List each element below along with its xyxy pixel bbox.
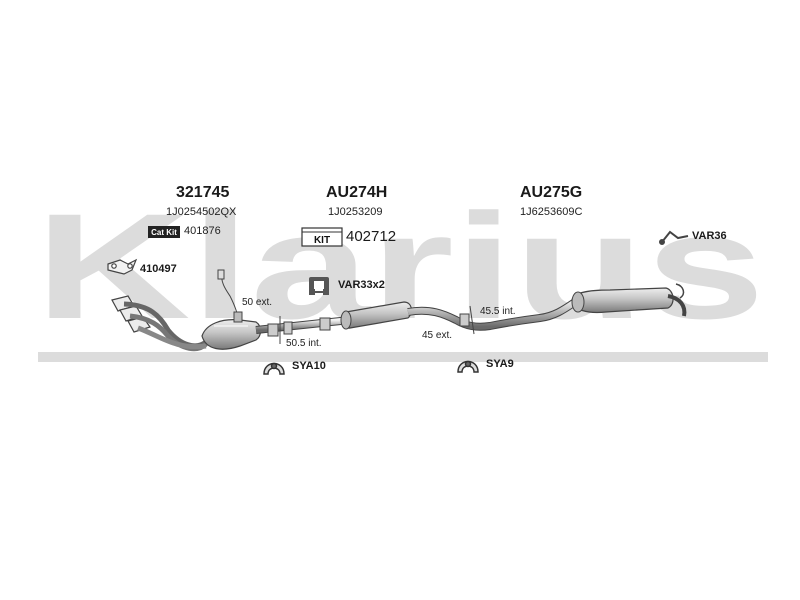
- kit-badge-label: KIT: [314, 235, 330, 246]
- dimension-front-int: 50.5 int.: [286, 338, 322, 349]
- hanger-label-sya9: SYA9: [486, 358, 514, 370]
- kit-number: 402712: [346, 228, 397, 245]
- rear-silencer: [571, 283, 687, 317]
- lambda-sensor: [217, 269, 243, 323]
- gasket-icon: [107, 258, 138, 275]
- front-manifold: [111, 295, 208, 352]
- oe-number-3: 1J6253609C: [520, 206, 583, 218]
- cat-kit-badge: Cat Kit: [148, 226, 180, 238]
- hanger-icon-sya10: [263, 362, 285, 375]
- gasket-label: 410497: [140, 263, 177, 275]
- dimension-rear-int: 45.5 int.: [480, 306, 516, 317]
- dimension-front-ext: 50 ext.: [242, 297, 273, 308]
- hanger-label-sya10: SYA10: [292, 360, 326, 372]
- oe-number-1: 1J0254502QX: [166, 206, 237, 218]
- part-number-au275g: AU275G: [520, 184, 583, 201]
- bracket-label: VAR36: [692, 230, 727, 242]
- kit-badge: KIT: [301, 227, 343, 247]
- watermark-text: Klarius: [35, 182, 765, 350]
- cat-kit-number: 401876: [184, 225, 221, 237]
- dimension-rear-ext: 45 ext.: [422, 330, 453, 341]
- clamp-icon: [309, 277, 329, 295]
- center-silencer: [340, 301, 413, 330]
- rear-pipe: [407, 296, 581, 335]
- clamp-label: VAR33x2: [338, 279, 385, 291]
- hanger-icon-sya9: [457, 360, 479, 373]
- cat-kit-badge-label: Cat Kit: [151, 228, 177, 237]
- oe-number-2: 1J0253209: [328, 206, 383, 218]
- part-number-au274h: AU274H: [326, 184, 388, 201]
- bracket-icon: [659, 230, 689, 245]
- intermediate-pipe: [255, 316, 351, 344]
- watermark-underline: [38, 352, 768, 362]
- part-number-321745: 321745: [176, 184, 230, 201]
